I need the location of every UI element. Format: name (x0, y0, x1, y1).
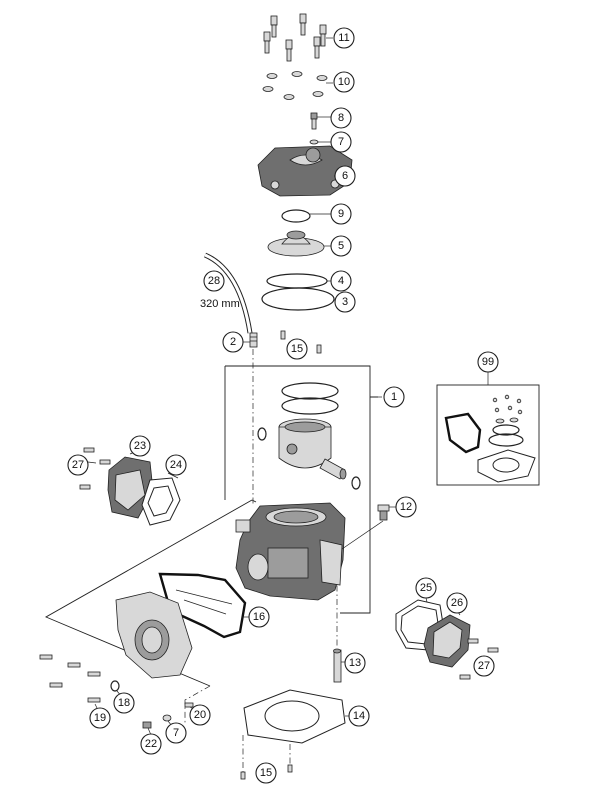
hose-length-label: 320 mm (200, 298, 240, 310)
svg-text:15: 15 (291, 343, 303, 355)
callout-6: 6 (334, 165, 356, 187)
cylinder-stud (333, 648, 342, 683)
o-ring-small (266, 273, 328, 289)
callout-11: 11 (333, 27, 355, 49)
piston-circlip-left (257, 427, 267, 441)
callout-23: 23 (129, 435, 151, 457)
callout-1: 1 (383, 386, 405, 408)
svg-text:5: 5 (338, 240, 344, 252)
callout-25: 25 (415, 577, 437, 599)
callout-19: 19 (89, 707, 111, 729)
piston (278, 418, 332, 469)
retaining-clip (110, 680, 120, 692)
callout-8: 8 (330, 107, 352, 129)
dowel-pins-bottom (240, 764, 293, 780)
callout-5: 5 (330, 235, 352, 257)
sealing-washer (309, 139, 319, 145)
svg-text:18: 18 (118, 697, 130, 709)
head-o-ring (281, 209, 311, 223)
svg-text:22: 22 (145, 738, 157, 750)
svg-text:11: 11 (338, 32, 349, 44)
cover-screws-left (79, 447, 111, 490)
callout-26: 26 (446, 592, 468, 614)
svg-text:15: 15 (260, 767, 272, 779)
callout-7-bottom: 7 (165, 722, 187, 744)
head-screws (263, 13, 327, 62)
svg-text:27: 27 (72, 459, 84, 471)
piston-ring-bottom (281, 397, 339, 415)
side-cover-right (423, 614, 471, 668)
cylinder-head (257, 145, 353, 197)
hose-fitting (249, 332, 258, 348)
callout-15-bottom: 15 (255, 762, 277, 784)
svg-text:14: 14 (353, 710, 365, 722)
callout-13: 13 (344, 652, 366, 674)
piston-ring-top (281, 382, 339, 400)
callout-99: 99 (477, 351, 499, 373)
callout-14: 14 (348, 705, 370, 727)
head-washers (262, 71, 328, 100)
svg-text:25: 25 (420, 582, 432, 594)
piston-pin (319, 458, 347, 480)
cover-gasket-left (141, 477, 181, 526)
callout-15-top: 15 (286, 338, 308, 360)
svg-text:12: 12 (400, 501, 412, 513)
svg-text:13: 13 (349, 657, 361, 669)
svg-text:7: 7 (338, 136, 344, 148)
housing-screws (39, 654, 101, 703)
svg-text:8: 8 (338, 112, 344, 124)
svg-text:3: 3 (342, 296, 348, 308)
combustion-chamber-insert (267, 230, 325, 257)
svg-text:6: 6 (342, 170, 348, 182)
callout-7-top: 7 (330, 131, 352, 153)
lower-bolt-set (142, 702, 194, 729)
svg-text:2: 2 (230, 336, 236, 348)
breather-hose (203, 252, 253, 334)
callout-22: 22 (140, 733, 162, 755)
collar-nut (377, 504, 390, 521)
svg-text:23: 23 (134, 440, 146, 452)
svg-text:16: 16 (253, 611, 265, 623)
callout-9: 9 (330, 203, 352, 225)
callout-4: 4 (330, 270, 352, 292)
cylinder (235, 502, 346, 601)
svg-text:4: 4 (338, 275, 344, 287)
callout-27-left: 27 (67, 454, 89, 476)
callout-12: 12 (395, 496, 417, 518)
svg-text:19: 19 (94, 712, 106, 724)
callout-3: 3 (334, 291, 356, 313)
callout-10: 10 (333, 71, 355, 93)
svg-text:1: 1 (391, 391, 397, 403)
svg-text:10: 10 (338, 76, 350, 88)
cover-screws-right (459, 638, 499, 680)
callout-24: 24 (165, 454, 187, 476)
exhaust-control-cover (107, 456, 154, 519)
valve-housing (115, 591, 193, 679)
dowel-pins-top (280, 330, 322, 354)
bleed-screw (310, 112, 318, 130)
svg-text:7: 7 (173, 727, 179, 739)
gasket-set-box (436, 384, 540, 486)
piston-circlip-right (351, 476, 361, 490)
callout-20: 20 (189, 704, 211, 726)
svg-text:99: 99 (482, 356, 494, 368)
svg-text:28: 28 (208, 275, 220, 287)
o-ring-large (261, 287, 335, 311)
svg-text:27: 27 (478, 660, 490, 672)
callout-16: 16 (248, 606, 270, 628)
callout-18: 18 (113, 692, 135, 714)
cylinder-base-gasket (243, 689, 346, 744)
svg-text:9: 9 (338, 208, 344, 220)
svg-text:26: 26 (451, 597, 463, 609)
svg-text:20: 20 (194, 709, 206, 721)
callout-2: 2 (222, 331, 244, 353)
callout-28: 28 (203, 270, 225, 292)
svg-text:24: 24 (170, 459, 182, 471)
callout-27-right: 27 (473, 655, 495, 677)
